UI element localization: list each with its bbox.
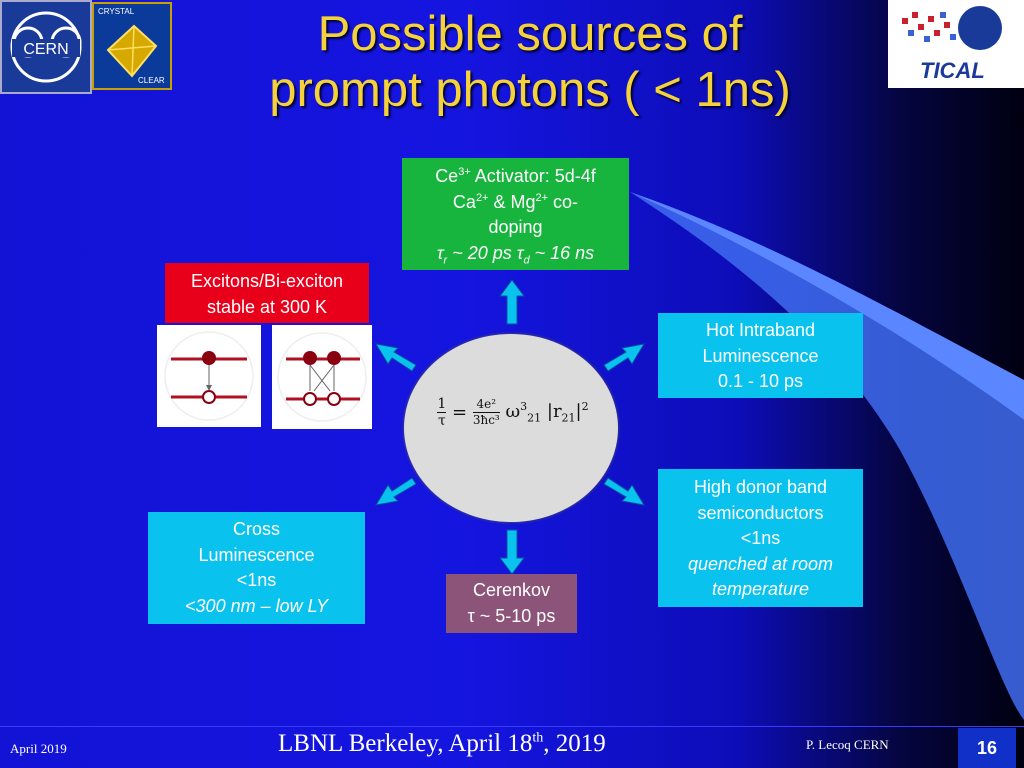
hot-line-3: 0.1 - 10 ps bbox=[717, 371, 804, 391]
exciton-diagram bbox=[157, 325, 261, 427]
arrow-down-icon bbox=[499, 529, 525, 575]
excitons-box: Excitons/Bi-exciton stable at 300 K bbox=[165, 263, 369, 323]
cross-line-2: Luminescence bbox=[198, 544, 315, 565]
exciton-level-icon bbox=[164, 331, 254, 421]
donor-line-4: quenched at room bbox=[687, 553, 834, 574]
ce-line-1: Ce3+ Activator: 5d-4f bbox=[435, 166, 596, 186]
cross-line-1: Cross bbox=[232, 519, 280, 539]
footer-divider bbox=[0, 726, 1024, 727]
footer-date: April 2019 bbox=[10, 741, 67, 756]
arrow-up-right-icon bbox=[603, 343, 645, 372]
ce-line-3: doping bbox=[488, 217, 543, 237]
arrow-down-left-icon bbox=[375, 477, 417, 506]
crystal-label: CRYSTAL bbox=[98, 7, 135, 16]
footer-event: LBNL Berkeley, April 18th, 2019 bbox=[278, 730, 606, 757]
cerenkov-line-2: τ ~ 5-10 ps bbox=[467, 605, 556, 626]
donor-line-5: temperature bbox=[711, 579, 810, 599]
svg-text:CERN: CERN bbox=[23, 41, 68, 58]
crystal-clear-logo: CRYSTAL CLEAR bbox=[92, 2, 172, 90]
tical-logo: TICAL bbox=[888, 0, 1024, 88]
donor-line-2: semiconductors bbox=[697, 502, 824, 523]
hot-line-2: Luminescence bbox=[702, 345, 819, 366]
cross-luminescence-box: Cross Luminescence <1ns <300 nm – low LY bbox=[148, 512, 365, 624]
cern-emblem-icon: CERN bbox=[10, 11, 82, 83]
high-donor-band-box: High donor band semiconductors <1ns quen… bbox=[658, 469, 863, 607]
ce-activator-box: Ce3+ Activator: 5d-4f Ca2+ & Mg2+ co- do… bbox=[402, 158, 629, 270]
slide-title: Possible sources of prompt photons ( < 1… bbox=[190, 6, 870, 118]
excitons-line-1: Excitons/Bi-exciton bbox=[190, 271, 344, 291]
bi-exciton-diagram bbox=[272, 325, 372, 429]
arrow-up-icon bbox=[499, 279, 525, 325]
ce-line-4: τr ~ 20 ps τd ~ 16 ns bbox=[436, 242, 595, 267]
cern-logo: CERN bbox=[0, 0, 92, 94]
tical-emblem-icon bbox=[902, 6, 1002, 50]
title-line-1: Possible sources of bbox=[317, 7, 743, 61]
arrow-up-left-icon bbox=[375, 343, 417, 372]
ce-line-2: Ca2+ & Mg2+ co- bbox=[452, 191, 579, 212]
cross-line-3: <1ns bbox=[236, 570, 277, 590]
cerenkov-line-1: Cerenkov bbox=[472, 580, 551, 600]
cerenkov-box: Cerenkov τ ~ 5-10 ps bbox=[446, 574, 577, 633]
clear-label: CLEAR bbox=[138, 76, 165, 85]
hot-line-1: Hot Intraband bbox=[705, 320, 816, 340]
excitons-line-2: stable at 300 K bbox=[206, 296, 328, 317]
title-line-2: prompt photons ( < 1ns) bbox=[269, 63, 791, 117]
donor-line-3: <1ns bbox=[740, 528, 781, 548]
hot-intraband-box: Hot Intraband Luminescence 0.1 - 10 ps bbox=[658, 313, 863, 398]
page-number: 16 bbox=[958, 728, 1016, 768]
tical-label: TICAL bbox=[920, 58, 985, 83]
crystal-icon bbox=[106, 24, 158, 78]
arrow-down-right-icon bbox=[603, 477, 645, 506]
center-circle bbox=[404, 334, 618, 522]
footer-author: P. Lecoq CERN bbox=[806, 737, 889, 752]
donor-line-1: High donor band bbox=[693, 477, 828, 497]
cross-line-4: <300 nm – low LY bbox=[185, 595, 328, 616]
bi-exciton-level-icon bbox=[277, 332, 367, 422]
